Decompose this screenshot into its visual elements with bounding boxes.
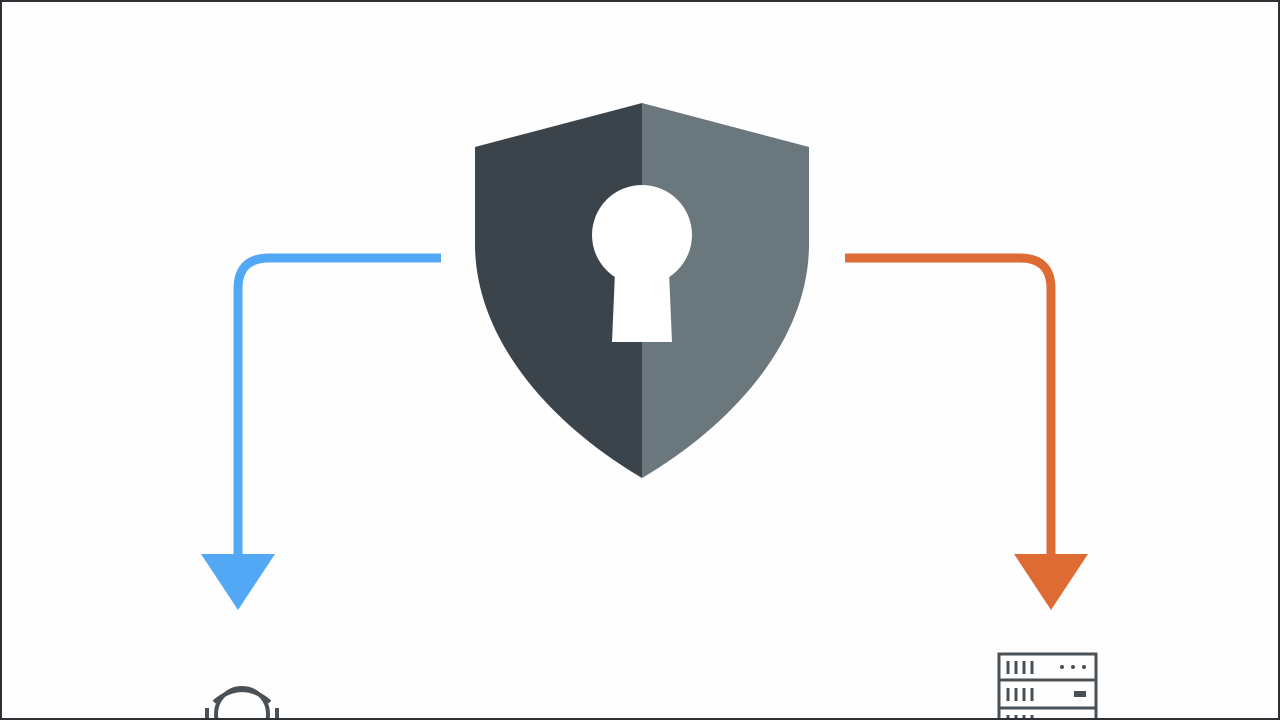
user-headset-icon (205, 686, 279, 718)
keyhole-icon (592, 185, 692, 342)
server-rack-frame (997, 652, 1098, 718)
right-arrow-head (1014, 554, 1088, 610)
left-arrow-line (233, 253, 441, 558)
server-rack-icon (997, 652, 1098, 718)
right-arrow-line (845, 253, 1056, 558)
keyhole-circle (592, 185, 692, 285)
right-branch-arrow (845, 253, 1088, 610)
shield-left-half (475, 103, 642, 478)
left-branch-arrow (201, 253, 441, 610)
shield-right-half (642, 103, 809, 478)
left-arrow-head (201, 554, 275, 610)
shield-keyhole-icon (475, 103, 809, 478)
keyhole-slot (612, 272, 672, 342)
